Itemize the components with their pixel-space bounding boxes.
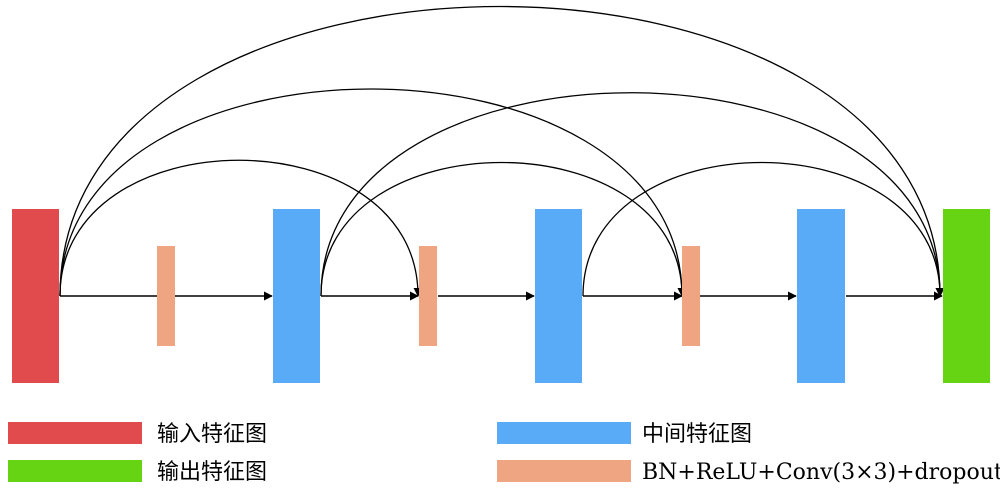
conv-layer-2 — [419, 246, 437, 346]
legend-swatch-layer — [497, 460, 631, 482]
intermediate-feature-map-2 — [535, 209, 582, 383]
legend-swatch-input — [8, 422, 142, 444]
conv-layer-1 — [157, 246, 175, 346]
legend-label-output: 输出特征图 — [157, 460, 267, 485]
legend-label-intermediate: 中间特征图 — [642, 422, 752, 447]
output-feature-map — [943, 209, 990, 383]
legend-label-input: 输入特征图 — [157, 422, 267, 447]
intermediate-feature-map-1 — [273, 209, 320, 383]
legend-swatch-intermediate — [497, 422, 631, 444]
conv-layer-3 — [682, 246, 700, 346]
blocks — [12, 209, 990, 383]
legend: 输入特征图 中间特征图 输出特征图 BN+ReLU+Conv(3×3)+drop… — [8, 422, 1000, 485]
skip-input-to-output — [59, 6, 945, 297]
legend-label-layer: BN+ReLU+Conv(3×3)+dropout — [642, 460, 1000, 485]
skip-mid1-to-layer3 — [320, 162, 687, 297]
skip-mid1-to-output — [320, 92, 945, 297]
skip-connections — [59, 6, 945, 297]
input-feature-map — [12, 209, 59, 383]
skip-input-to-layer3 — [59, 88, 687, 297]
legend-swatch-output — [8, 460, 142, 482]
skip-mid2-to-output — [582, 162, 945, 297]
intermediate-feature-map-3 — [797, 209, 845, 383]
skip-input-to-layer2 — [59, 159, 423, 297]
